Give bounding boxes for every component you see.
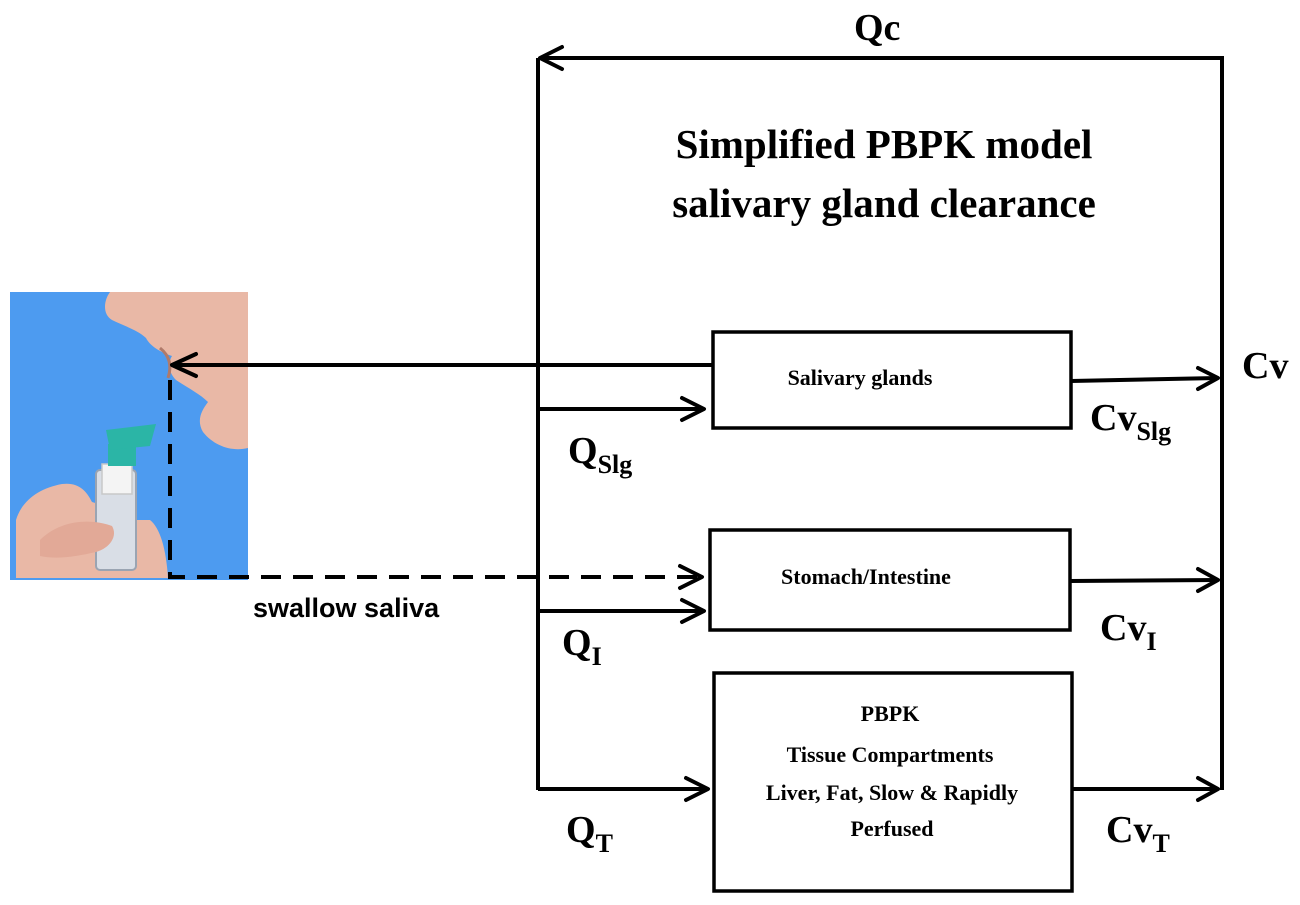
q-slg-arrowhead xyxy=(680,396,706,422)
cv-label: Cv xyxy=(1242,345,1288,387)
cv-slg-arrow xyxy=(1070,376,1219,383)
qc-arrowhead xyxy=(538,45,564,71)
face-skin xyxy=(105,292,248,450)
tissue-compartments-box xyxy=(712,671,1074,893)
tissue-label-line4: Perfused xyxy=(850,816,933,841)
title-line1: Simplified PBPK model xyxy=(676,121,1093,167)
cv-i-arrow xyxy=(1069,578,1219,583)
q-i-arrowhead xyxy=(680,598,706,624)
thumb xyxy=(40,521,115,558)
stomach-intestine-box xyxy=(708,528,1072,632)
swallow-saliva-path xyxy=(168,380,700,579)
cv-t-arrowhead xyxy=(1196,776,1220,802)
cv-slg-label: CvSlg xyxy=(1090,397,1171,446)
swallow-saliva-label: swallow saliva xyxy=(253,593,440,623)
stomach-intestine-label: Stomach/Intestine xyxy=(781,564,951,589)
q-i-label: QI xyxy=(562,622,602,671)
salivary-glands-label: Salivary glands xyxy=(788,365,933,390)
lips xyxy=(159,346,172,379)
q-t-label: QT xyxy=(566,809,613,858)
tissue-label-line3: Liver, Fat, Slow & Rapidly xyxy=(766,780,1018,805)
cv-slg-arrowhead xyxy=(1196,366,1220,391)
tissue-label-line2: Tissue Compartments xyxy=(787,742,994,767)
tissue-label-line1: PBPK xyxy=(861,701,920,726)
saliva-secretion-arrowhead xyxy=(170,352,198,378)
tube-cap-top xyxy=(106,424,156,450)
tube-label xyxy=(101,463,133,495)
cv-i-arrowhead xyxy=(1196,567,1220,593)
q-slg-label: QSlg xyxy=(568,430,632,479)
qc-label: Qc xyxy=(854,7,900,49)
cv-t-label: CvT xyxy=(1106,809,1170,858)
title-line2: salivary gland clearance xyxy=(672,180,1096,226)
cv-i-label: CvI xyxy=(1100,607,1157,656)
swallow-saliva-arrowhead xyxy=(678,564,704,590)
saliva-sampling-photo xyxy=(10,292,248,580)
q-t-arrowhead xyxy=(684,776,710,802)
salivary-glands-box xyxy=(711,330,1073,430)
